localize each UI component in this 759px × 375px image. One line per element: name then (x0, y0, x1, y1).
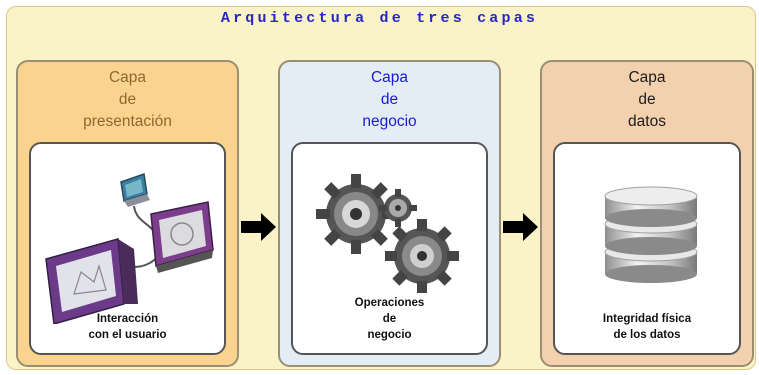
data-layer-caption: Integridad física de los datos (555, 311, 739, 343)
presentation-layer-box: Capa de presentación Interacción con el (16, 60, 239, 367)
caption-line: Interacción (96, 313, 159, 325)
gears-illustration-icon (316, 174, 459, 293)
presentation-layer-caption: Interacción con el usuario (31, 311, 224, 343)
presentation-layer-panel: Interacción con el usuario (29, 142, 226, 355)
caption-line: con el usuario (88, 329, 167, 341)
layer-title-line: Capa (108, 69, 147, 86)
layer-title-line: de (118, 91, 137, 108)
caption-line: Operaciones (354, 297, 425, 309)
business-layer-panel: Operaciones de negocio (291, 142, 488, 355)
layer-title-line: datos (628, 113, 666, 130)
data-layer-panel: Integridad física de los datos (553, 142, 741, 355)
caption-line: de (382, 313, 397, 325)
arrow-right-icon (241, 213, 276, 241)
data-layer-title: Capa de datos (542, 67, 752, 133)
data-layer-box: Capa de datos (540, 60, 754, 367)
database-illustration-icon (604, 186, 698, 283)
computers-illustration-icon (45, 172, 214, 324)
layer-title-line: Capa (370, 69, 409, 86)
caption-line: de los datos (613, 329, 681, 341)
layer-title-line: Capa (628, 69, 666, 86)
diagram-title: Arquitectura de tres capas (220, 10, 539, 27)
layer-title-line: de (380, 91, 399, 108)
layer-title-line: negocio (362, 113, 417, 130)
business-layer-caption: Operaciones de negocio (293, 295, 486, 343)
arrow-right-icon (503, 213, 538, 241)
business-layer-title: Capa de negocio (280, 67, 499, 133)
layer-title-line: de (638, 91, 656, 108)
caption-line: Integridad física (602, 313, 692, 325)
presentation-layer-title: Capa de presentación (18, 67, 237, 133)
caption-line: negocio (367, 329, 412, 341)
business-layer-box: Capa de negocio (278, 60, 501, 367)
layer-title-line: presentación (83, 113, 172, 130)
